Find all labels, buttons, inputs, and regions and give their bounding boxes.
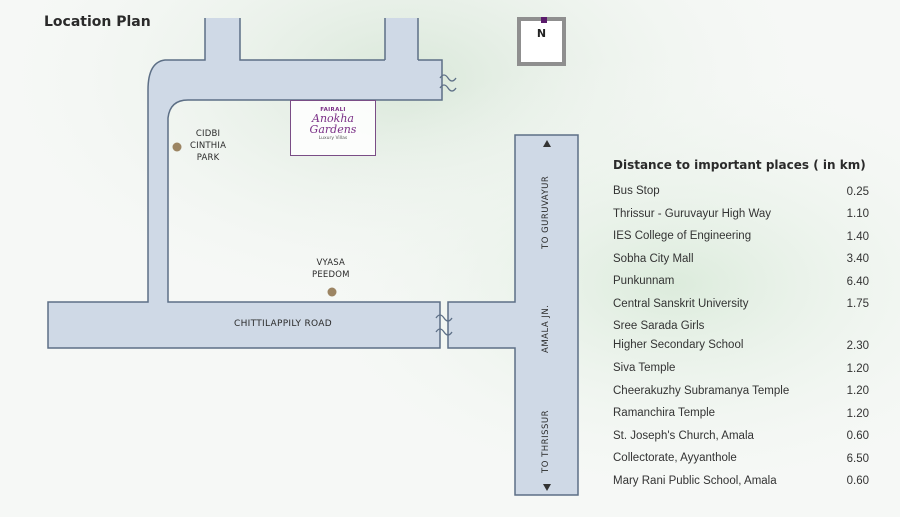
list-item: Punkunnam 6.40 [613, 270, 873, 293]
brand-tagline: Luxury Villas [318, 136, 348, 141]
place-distance: 1.20 [846, 385, 869, 397]
distance-panel: Distance to important places ( in km) Bu… [613, 158, 873, 492]
park-label-line: CINTHIA [190, 141, 227, 151]
amala-jn-label: AMALA JN. [541, 304, 551, 353]
arrow-up-icon [543, 140, 551, 147]
peedom-label-line: PEEDOM [312, 270, 350, 280]
place-distance: 2.30 [846, 340, 869, 352]
brand-name-line2: Gardens [309, 123, 357, 136]
place-name: Central Sanskrit University [613, 297, 749, 310]
distance-heading: Distance to important places ( in km) [613, 158, 866, 172]
park-label: CIDBI CINTHIA PARK [190, 128, 226, 164]
to-thrissur-label: TO THRISSUR [541, 410, 551, 473]
place-name: Bus Stop [613, 185, 660, 197]
place-name: Sree Sarada Girls [613, 320, 705, 332]
park-label-line: CIDBI [195, 129, 221, 139]
peedom-marker-icon [327, 287, 337, 297]
place-distance: 1.20 [846, 407, 869, 420]
list-item: Ramanchira Temple 1.20 [613, 402, 873, 425]
place-distance: 1.10 [846, 208, 869, 220]
road-break-marks [435, 74, 457, 336]
list-item: Siva Temple 1.20 [613, 357, 873, 380]
place-distance: 1.20 [846, 362, 869, 375]
to-guruvayur-label: TO GURUVAYUR [541, 175, 551, 249]
peedom-label: VYASA PEEDOM [312, 257, 350, 281]
compass-label: N [536, 27, 547, 40]
brand-top: FAIRALI [320, 107, 346, 113]
list-item: Thrissur - Guruvayur High Way 1.10 [613, 203, 873, 226]
list-item: Sobha City Mall 3.40 [613, 248, 873, 271]
compass-marker-icon [541, 17, 547, 23]
place-name: Siva Temple [613, 362, 676, 374]
park-marker-icon [172, 142, 182, 152]
list-item: Central Sanskrit University 1.75 [613, 293, 873, 316]
place-distance: 3.40 [846, 253, 869, 265]
park-label-line: PARK [196, 153, 220, 163]
list-item: Bus Stop 0.25 [613, 180, 873, 203]
place-distance: 0.60 [846, 475, 869, 487]
arrow-down-icon [543, 484, 551, 491]
place-distance: 6.40 [846, 275, 869, 288]
list-item: St. Joseph's Church, Amala 0.60 [613, 425, 873, 448]
north-compass: N [517, 17, 566, 66]
place-distance: 6.50 [846, 452, 869, 465]
place-name: St. Joseph's Church, Amala [613, 429, 754, 442]
place-distance: 1.40 [846, 230, 869, 243]
peedom-label-line: VYASA [316, 258, 346, 268]
list-item: IES College of Engineering 1.40 [613, 225, 873, 248]
chittilappily-road-label: CHITTILAPPILY ROAD [234, 319, 332, 329]
place-distance: 0.25 [846, 185, 869, 198]
brand-name-line1: Anokha [312, 112, 354, 125]
list-item: Mary Rani Public School, Amala 0.60 [613, 470, 873, 493]
page-title: Location Plan [44, 14, 151, 30]
project-logo: FAIRALI Anokha Gardens Luxury Villas [290, 100, 376, 156]
place-name-line2: Higher Secondary School [613, 339, 744, 351]
place-name: Mary Rani Public School, Amala [613, 474, 777, 487]
place-distance: 1.75 [846, 298, 869, 310]
place-name: Ramanchira Temple [613, 407, 716, 419]
place-name: Collectorate, Ayyanthole [613, 452, 737, 464]
list-item: Collectorate, Ayyanthole 6.50 [613, 447, 873, 470]
place-name: IES College of Engineering [613, 230, 752, 242]
place-name: Cheerakuzhy Subramanya Temple [613, 384, 790, 397]
list-item: Cheerakuzhy Subramanya Temple 1.20 [613, 380, 873, 403]
place-name: Sobha City Mall [613, 252, 694, 265]
road-network [47, 18, 579, 496]
place-name: Punkunnam [613, 275, 675, 287]
place-distance: 0.60 [846, 430, 869, 442]
place-name: Thrissur - Guruvayur High Way [613, 207, 772, 220]
